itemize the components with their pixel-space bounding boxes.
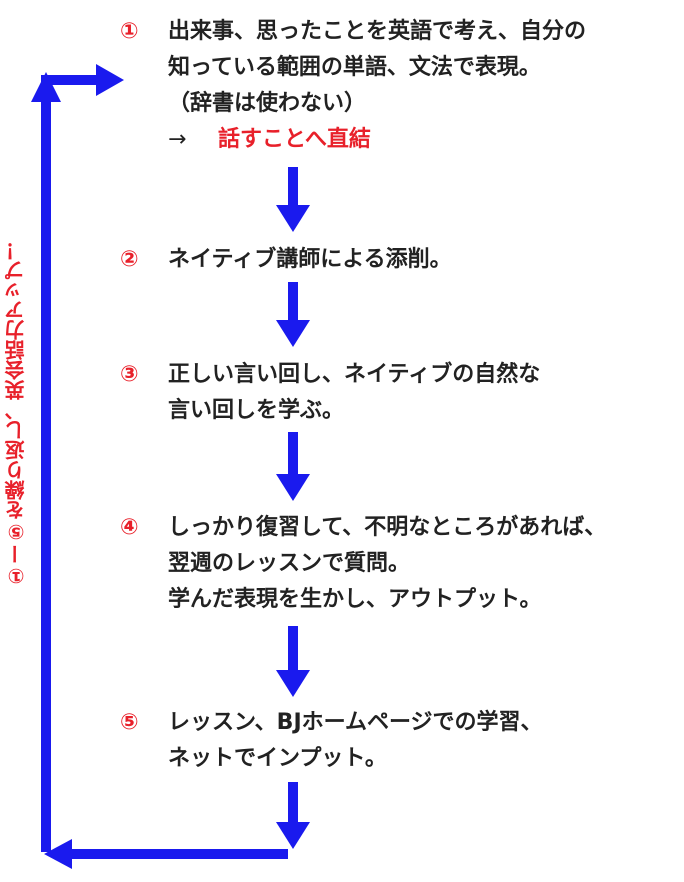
step-number: ① (120, 19, 139, 44)
step-line: 翌週のレッスンで質問。 (168, 551, 411, 576)
step-text: レッスン、BJホームページでの学習、 ネットでインプット。 (168, 705, 543, 777)
step-number: ⑤ (120, 710, 139, 735)
step-text: 出来事、思ったことを英語で考え、自分の 知っている範囲の単語、文法で表現。 （辞… (168, 14, 586, 158)
step-line: ネイティブ講師による添削。 (168, 247, 452, 272)
step-number: ② (120, 247, 139, 272)
down-arrow-1 (276, 167, 310, 232)
step-number: ④ (120, 515, 139, 540)
step-line: 言い回しを学ぶ。 (168, 398, 345, 423)
result-highlight: 話すことへ直結 (218, 127, 371, 152)
down-arrow-5 (276, 782, 310, 849)
right-arrow-icon: → (168, 127, 187, 152)
down-arrow-4 (276, 626, 310, 697)
step-text: しっかり復習して、不明なところがあれば、 翌週のレッスンで質問。 学んだ表現を生… (168, 510, 606, 618)
step-line: 正しい言い回し、ネイティブの自然な (168, 362, 541, 387)
step-text: ネイティブ講師による添削。 (168, 242, 452, 278)
step-number: ③ (120, 362, 139, 387)
loop-label: ①ー⑤を繰り返し、英会話力アップ！ (4, 240, 28, 588)
step-line: 出来事、思ったことを英語で考え、自分の (168, 19, 587, 44)
step-line: 知っている範囲の単語、文法で表現。 (168, 55, 541, 80)
loop-back-arrow (31, 64, 288, 869)
step-result: → 話すことへ直結 (168, 122, 586, 158)
step-line: レッスン、BJホームページでの学習、 (168, 710, 543, 735)
step-text: 正しい言い回し、ネイティブの自然な 言い回しを学ぶ。 (168, 357, 540, 429)
step-line: （辞書は使わない） (168, 91, 367, 116)
step-line: 学んだ表現を生かし、アウトプット。 (168, 587, 542, 612)
down-arrow-2 (276, 282, 310, 347)
down-arrow-3 (276, 432, 310, 501)
step-line: しっかり復習して、不明なところがあれば、 (168, 515, 607, 540)
step-line: ネットでインプット。 (168, 746, 387, 771)
